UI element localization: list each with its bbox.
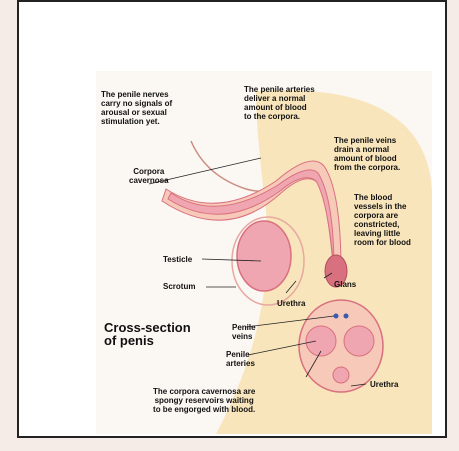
cross-section-heading: Cross-section of penis (104, 321, 191, 347)
urethra-section-shape (333, 367, 349, 383)
arteries-note: The penile arteries deliver a normal amo… (244, 85, 315, 121)
vein-dot-2 (344, 314, 349, 319)
corpus-right (344, 326, 374, 356)
testicle-label: Testicle (163, 255, 192, 264)
anatomy-illustration: The penile nerves carry no signals of ar… (96, 71, 432, 434)
corpora-cavernosa-label: Corpora cavernosa (129, 167, 169, 185)
urethra-label: Urethra (277, 299, 305, 308)
penile-arteries-label: Penile arteries (226, 350, 255, 368)
penile-veins-label: Penile veins (232, 323, 256, 341)
scrotum-label: Scrotum (163, 282, 195, 291)
nerves-note: The penile nerves carry no signals of ar… (101, 90, 172, 126)
vein-dot-1 (334, 314, 339, 319)
vessels-note: The blood vessels in the corpora are con… (354, 193, 411, 247)
veins-note: The penile veins drain a normal amount o… (334, 136, 400, 172)
corpora-spongy-note: The corpora cavernosa are spongy reservo… (153, 387, 255, 414)
figure-frame: The penile nerves carry no signals of ar… (17, 0, 447, 438)
testicle-shape (237, 221, 291, 291)
urethra-section-label: Urethra (370, 380, 398, 389)
glans-label: Glans (334, 280, 356, 289)
